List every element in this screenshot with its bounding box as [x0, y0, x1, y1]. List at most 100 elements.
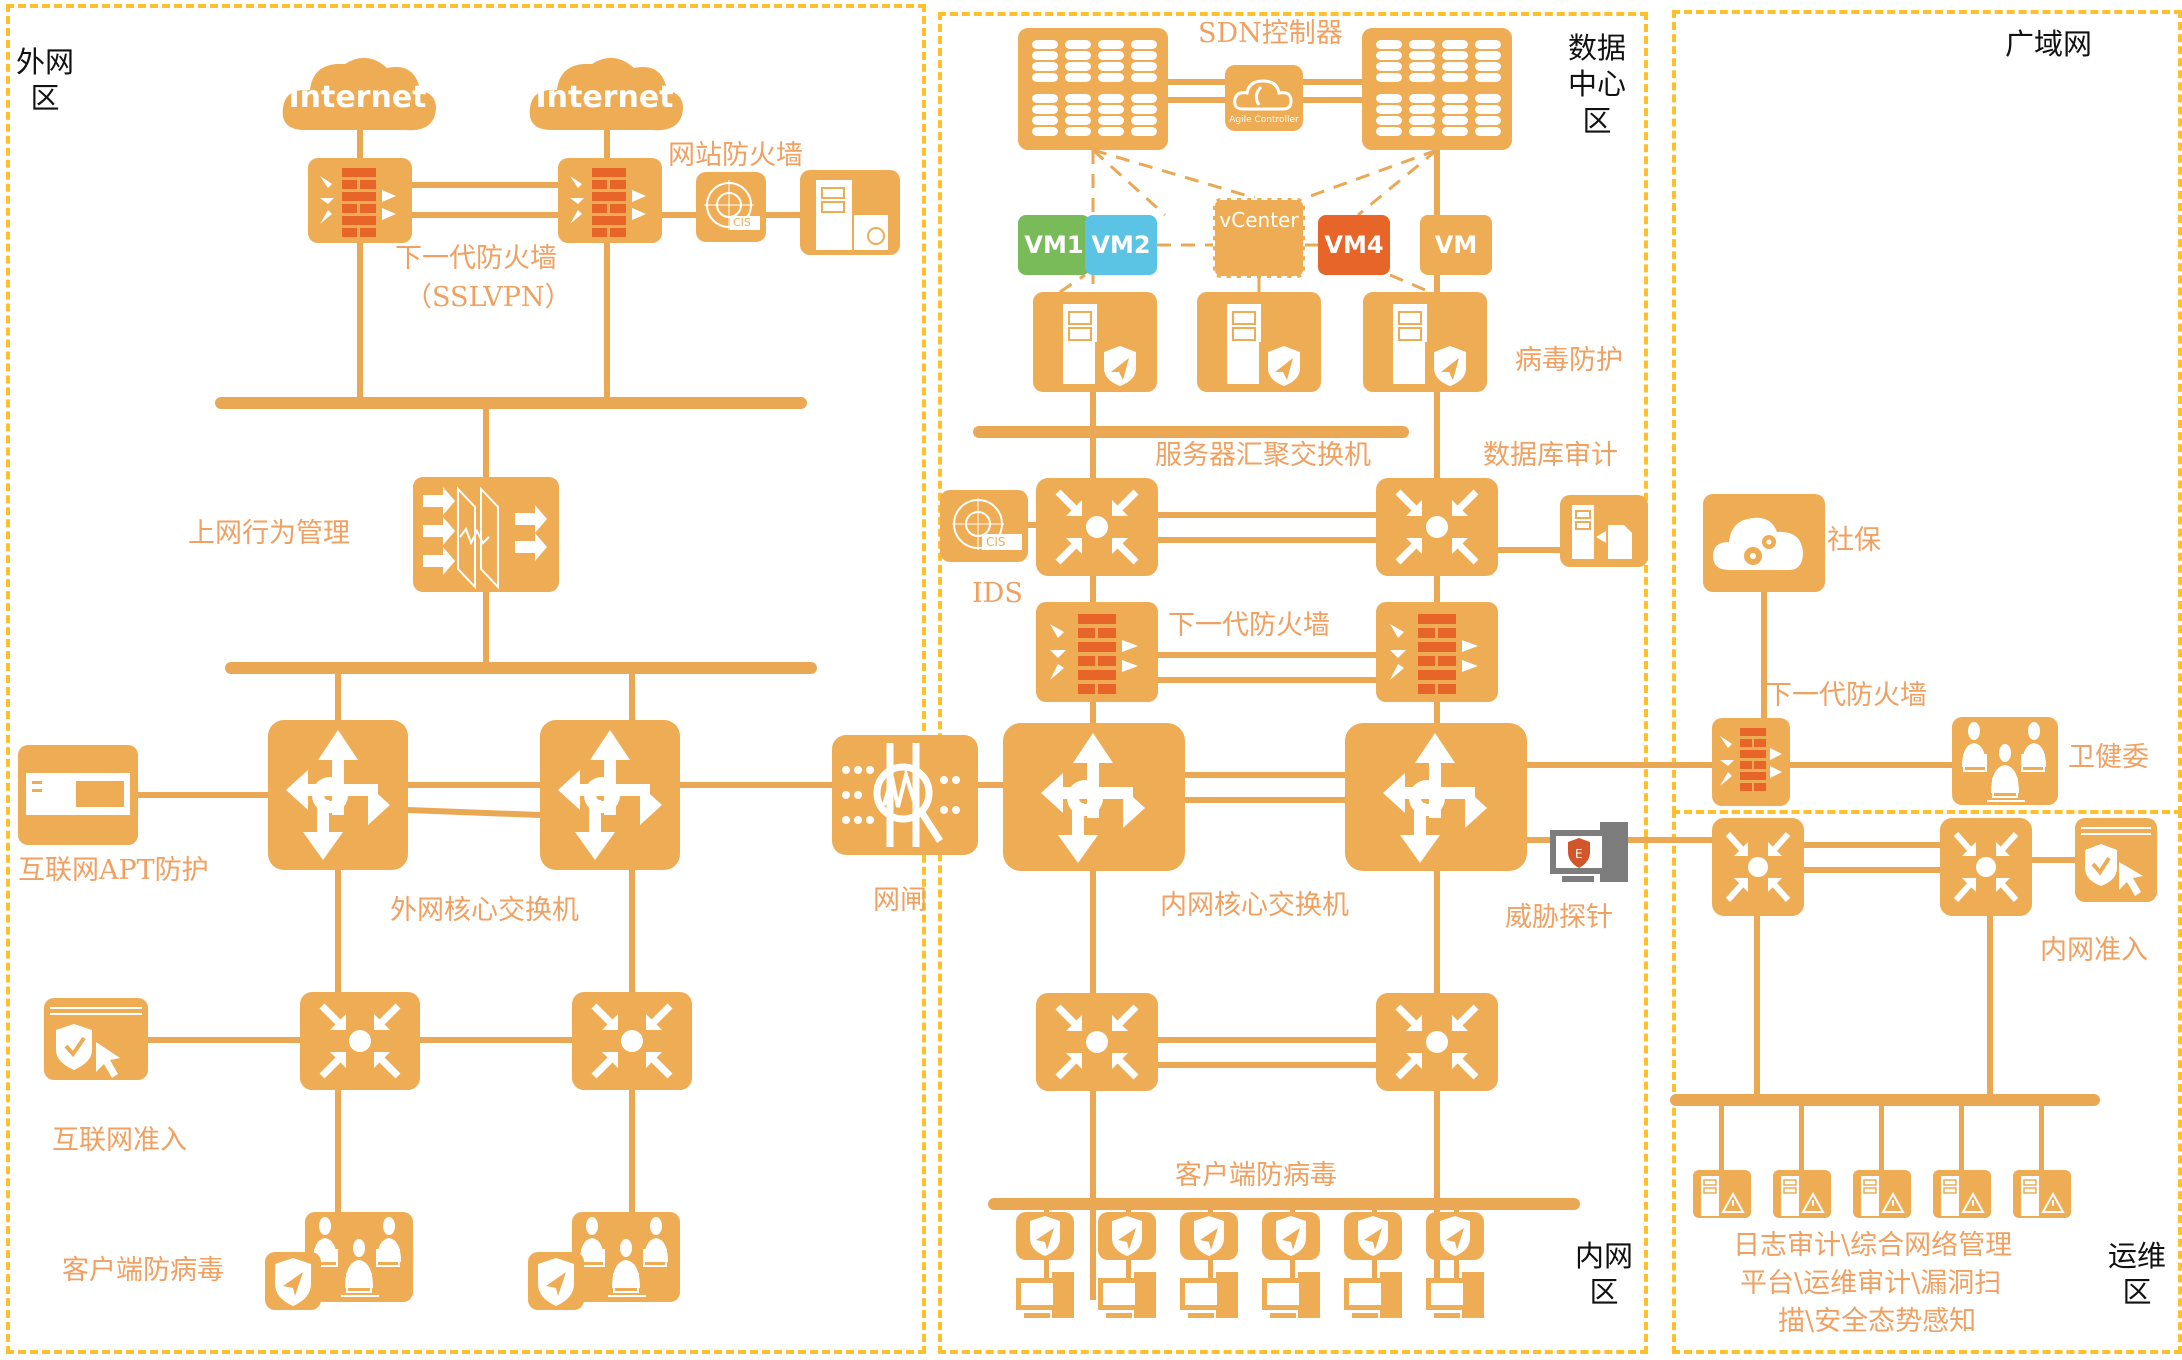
client-antivirus[interactable]	[1180, 1212, 1238, 1260]
ops-switch-1[interactable]	[1712, 818, 1804, 916]
antivirus-shield-icon	[1112, 1216, 1142, 1256]
apt-device[interactable]	[18, 745, 138, 845]
server-agg-switch-2[interactable]	[1376, 478, 1498, 576]
health-commission[interactable]	[1952, 717, 2058, 805]
db-audit-label: 数据库审计	[1483, 440, 1618, 471]
ops-server[interactable]	[1773, 1170, 1831, 1218]
outer-access-switch-1[interactable]	[300, 992, 420, 1090]
server-bus	[973, 426, 1409, 438]
database-disk-icon	[1131, 116, 1157, 125]
client-pc[interactable]	[1260, 1270, 1324, 1320]
client-pc[interactable]	[1096, 1270, 1160, 1320]
database-disk-icon	[1442, 51, 1468, 60]
outer-client-av-label: 客户端防病毒	[62, 1255, 224, 1286]
intranet-access-device[interactable]	[2075, 818, 2157, 902]
server-agg-switch-1[interactable]	[1036, 478, 1158, 576]
zone-label-ops: 运维 区	[2108, 1239, 2167, 1310]
ops-server[interactable]	[1933, 1170, 1991, 1218]
outer-client-group-2[interactable]	[572, 1212, 680, 1302]
vm-1[interactable]: VM1	[1018, 215, 1090, 275]
outer-client-av-1[interactable]	[265, 1252, 321, 1310]
vm-2[interactable]: VM2	[1085, 215, 1157, 275]
dc-ngfw-1[interactable]	[1036, 602, 1158, 702]
inner-core-switch-2[interactable]	[1345, 723, 1527, 871]
server-warning-icon	[1941, 1176, 1985, 1216]
dc-ngfw-2[interactable]	[1376, 602, 1498, 702]
sdn-server-cluster-1[interactable]	[1018, 28, 1168, 150]
vm-4[interactable]: VM4	[1318, 215, 1390, 275]
database-disk-icon	[1409, 62, 1435, 71]
server-warning-icon	[1701, 1176, 1745, 1216]
wan-ngfw[interactable]	[1712, 718, 1790, 806]
firewall-icon	[1050, 614, 1138, 694]
outer-core-switch-1[interactable]	[268, 720, 408, 870]
ops-server[interactable]	[2013, 1170, 2071, 1218]
client-pc[interactable]	[1014, 1270, 1078, 1320]
gateway-label: 网闸	[873, 885, 927, 916]
database-disk-icon	[1032, 105, 1058, 114]
threat-probe-label: 威胁探针	[1505, 902, 1613, 933]
social-security-cloud[interactable]	[1703, 494, 1825, 592]
outer-ngfw-label: 下一代防火墙	[395, 243, 557, 274]
outer-ngfw-2[interactable]	[558, 158, 662, 243]
database-disk-icon	[1475, 40, 1501, 49]
ops-tools-line-1: 日志审计\综合网络管理	[1733, 1230, 2013, 1261]
database-disk-icon	[1475, 51, 1501, 60]
client-pc[interactable]	[1178, 1270, 1242, 1320]
firewall-icon	[570, 168, 646, 237]
outer-access-switch-2[interactable]	[572, 992, 692, 1090]
vm-generic[interactable]: VM	[1420, 215, 1492, 275]
database-disk-icon	[1032, 73, 1058, 82]
server-warning-icon	[1861, 1176, 1905, 1216]
outer-client-av-2[interactable]	[528, 1252, 584, 1310]
shield-check-cursor-icon	[2081, 827, 2151, 896]
threat-probe-device[interactable]: E	[1548, 820, 1632, 886]
ops-server[interactable]	[1853, 1170, 1911, 1218]
av-server-3[interactable]	[1363, 292, 1487, 392]
outer-ngfw-1[interactable]	[308, 158, 412, 243]
inner-access-switch-2[interactable]	[1376, 993, 1498, 1091]
client-antivirus[interactable]	[1016, 1212, 1074, 1260]
waf-label: 网站防火墙	[668, 140, 803, 171]
outer-core-switch-2[interactable]	[540, 720, 680, 870]
inner-core-switch-1[interactable]	[1003, 723, 1185, 871]
av-server-2[interactable]	[1197, 292, 1321, 392]
behavior-mgmt-device[interactable]	[413, 477, 559, 592]
gateway-device[interactable]	[832, 735, 978, 855]
inner-client-av-label: 客户端防病毒	[1175, 1160, 1337, 1191]
waf-cis-device[interactable]: CIS	[696, 172, 766, 242]
ids-device[interactable]: CIS	[940, 490, 1028, 562]
client-antivirus[interactable]	[1344, 1212, 1402, 1260]
inner-access-switch-1[interactable]	[1036, 993, 1158, 1091]
db-audit-device[interactable]	[1560, 495, 1648, 567]
database-disk-icon	[1032, 127, 1058, 136]
client-pc[interactable]	[1342, 1270, 1406, 1320]
server-shield-icon	[1393, 304, 1475, 388]
cloud-gears-icon	[1713, 517, 1803, 570]
ops-switch-2[interactable]	[1940, 818, 2032, 916]
desktop-computer-icon	[1180, 1272, 1238, 1318]
database-disk-icon	[1032, 40, 1058, 49]
desktop-computer-icon	[1098, 1272, 1156, 1318]
core-switch-icon	[286, 730, 390, 860]
access-switch-icon	[1395, 489, 1479, 565]
av-server-1[interactable]	[1033, 292, 1157, 392]
ids-label: IDS	[972, 578, 1023, 609]
client-pc[interactable]	[1424, 1270, 1488, 1320]
internet-access-device[interactable]	[44, 998, 148, 1080]
vcenter[interactable]: vCenter	[1213, 198, 1305, 278]
users-icon	[580, 1217, 668, 1297]
client-antivirus[interactable]	[1426, 1212, 1484, 1260]
outer-client-group-1[interactable]	[305, 1212, 413, 1302]
database-disk-icon	[1098, 51, 1124, 60]
ops-server[interactable]	[1693, 1170, 1751, 1218]
cloud-icon	[282, 57, 436, 131]
web-server[interactable]	[800, 170, 900, 255]
sdn-server-cluster-2[interactable]	[1362, 28, 1512, 150]
intranet-access-label: 内网准入	[2040, 935, 2148, 966]
antivirus-shield-icon	[1440, 1216, 1470, 1256]
agile-controller[interactable]: Agile Controller	[1225, 65, 1303, 131]
client-antivirus[interactable]	[1098, 1212, 1156, 1260]
client-antivirus[interactable]	[1262, 1212, 1320, 1260]
database-disk-icon	[1098, 62, 1124, 71]
